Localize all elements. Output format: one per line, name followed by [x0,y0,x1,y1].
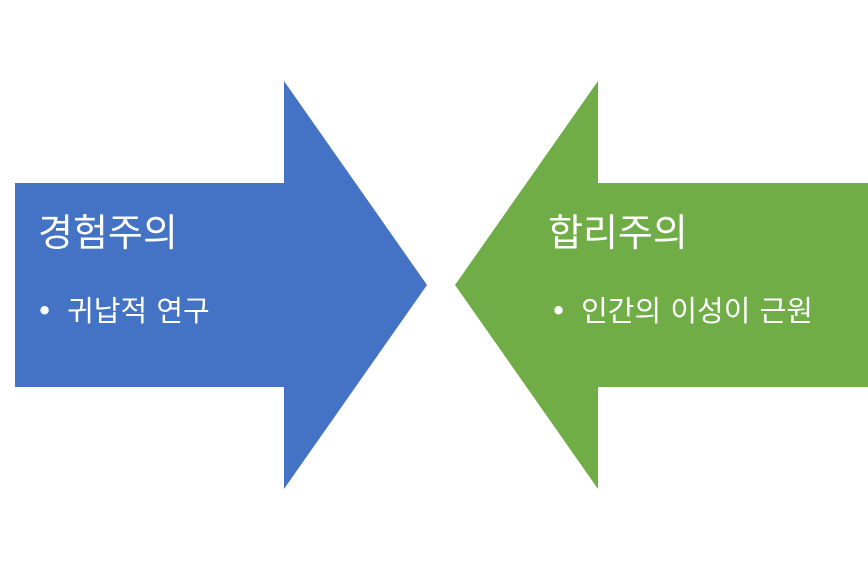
bullet-dot-icon: • [550,294,568,328]
left-arrow-shape [15,81,427,489]
empiricism-bullet-item: • 귀납적 연구 [36,294,210,328]
rationalism-title: 합리주의 [548,211,688,255]
empiricism-bullet-text: 귀납적 연구 [67,294,210,328]
rationalism-bullet-text: 인간의 이성이 근원 [581,294,813,328]
empiricism-title: 경험주의 [38,211,178,255]
bullet-dot-icon: • [36,294,54,328]
right-arrow-shape [455,81,868,489]
rationalism-bullet-item: • 인간의 이성이 근원 [550,294,813,328]
